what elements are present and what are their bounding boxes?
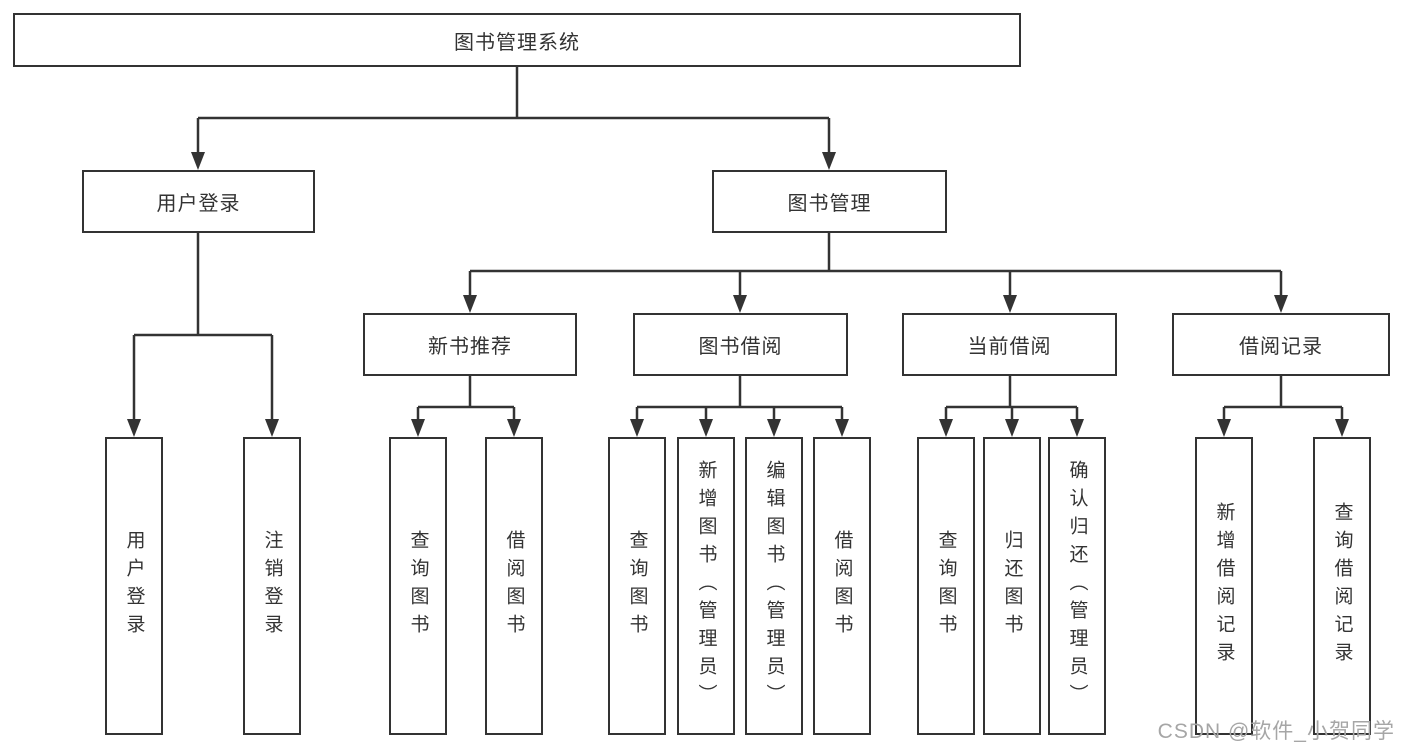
leaf-query-book-recommend: 查询图书 (389, 437, 447, 735)
node-borrowing-records-label: 借阅记录 (1239, 336, 1323, 358)
node-root-label: 图书管理系统 (454, 31, 580, 54)
leaf-return-book: 归还图书 (983, 437, 1041, 735)
leaf-borrow-book: 借阅图书 (813, 437, 871, 735)
node-new-book-recommend: 新书推荐 (363, 313, 577, 376)
leaf-logout: 注销登录 (243, 437, 301, 735)
leaf-query-borrow-record: 查询借阅记录 (1313, 437, 1371, 735)
leaf-query-book-borrow-label: 查询图书 (626, 530, 648, 642)
leaf-query-book-current-label: 查询图书 (935, 530, 957, 642)
leaf-add-book-admin-label: 新增图书（管理员） (695, 460, 717, 712)
leaf-query-book-recommend-label: 查询图书 (407, 530, 429, 642)
node-book-borrowing: 图书借阅 (633, 313, 848, 376)
leaf-logout-label: 注销登录 (261, 530, 283, 642)
node-book-management: 图书管理 (712, 170, 947, 233)
node-borrowing-records: 借阅记录 (1172, 313, 1390, 376)
csdn-watermark: CSDN @软件_小贺同学 (1157, 720, 1395, 743)
leaf-user-login-label: 用户登录 (123, 530, 145, 642)
leaf-add-borrow-record-label: 新增借阅记录 (1213, 502, 1235, 670)
leaf-return-book-label: 归还图书 (1001, 530, 1023, 642)
leaf-query-book-current: 查询图书 (917, 437, 975, 735)
leaf-borrow-book-recommend-label: 借阅图书 (503, 530, 525, 642)
leaf-edit-book-admin: 编辑图书（管理员） (745, 437, 803, 735)
leaf-add-borrow-record: 新增借阅记录 (1195, 437, 1253, 735)
leaf-user-login: 用户登录 (105, 437, 163, 735)
leaf-add-book-admin: 新增图书（管理员） (677, 437, 735, 735)
leaf-query-borrow-record-label: 查询借阅记录 (1331, 502, 1353, 670)
leaf-query-book-borrow: 查询图书 (608, 437, 666, 735)
node-user-login-label: 用户登录 (156, 193, 241, 215)
node-book-borrowing-label: 图书借阅 (698, 336, 783, 358)
leaf-borrow-book-recommend: 借阅图书 (485, 437, 543, 735)
node-book-management-label: 图书管理 (787, 193, 872, 215)
node-root-system: 图书管理系统 (13, 13, 1021, 67)
leaf-borrow-book-label: 借阅图书 (831, 530, 853, 642)
node-new-book-recommend-label: 新书推荐 (428, 336, 512, 358)
node-current-borrowing-label: 当前借阅 (967, 336, 1052, 358)
leaf-edit-book-admin-label: 编辑图书（管理员） (763, 460, 785, 712)
node-user-login: 用户登录 (82, 170, 315, 233)
leaf-confirm-return-admin: 确认归还（管理员） (1048, 437, 1106, 735)
leaf-confirm-return-admin-label: 确认归还（管理员） (1066, 460, 1088, 712)
node-current-borrowing: 当前借阅 (902, 313, 1117, 376)
